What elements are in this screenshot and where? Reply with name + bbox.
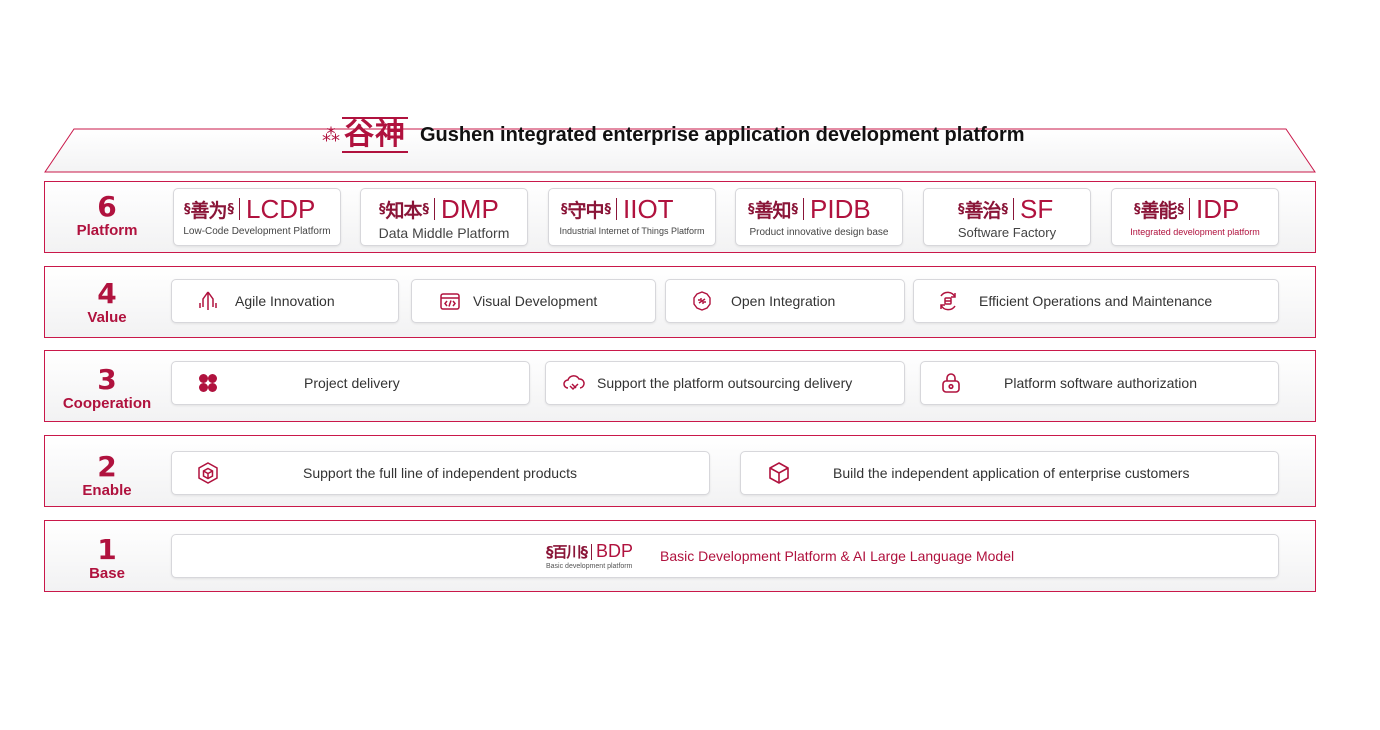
tier-name: Platform	[76, 222, 138, 239]
brand: §善为§ LCDP	[184, 195, 315, 223]
header-roof	[44, 128, 1316, 174]
brand-logo: §守中§	[561, 199, 611, 222]
divider	[616, 198, 618, 220]
enable-card-applications[interactable]: Build the independent application of ent…	[740, 451, 1279, 495]
bdp-brand: §百川§ BDP Basic development platform	[546, 541, 633, 570]
value-card-visual[interactable]: Visual Development	[411, 279, 656, 323]
brand-logo: §知本§	[379, 199, 429, 222]
brand: §善知§ PIDB	[748, 195, 871, 223]
card-label: Build the independent application of ent…	[833, 465, 1190, 481]
clover-icon	[196, 371, 220, 395]
box-icon	[767, 461, 791, 485]
divider	[1189, 198, 1191, 220]
brand-abbr: PIDB	[810, 194, 871, 224]
lock-icon	[939, 371, 963, 395]
card-label: Basic Development Platform & AI Large La…	[660, 548, 1015, 564]
cooperation-card-authorization[interactable]: Platform software authorization	[920, 361, 1279, 405]
divider	[591, 543, 593, 560]
card-label: Agile Innovation	[235, 293, 335, 309]
tier-label: 3 Cooperation	[45, 365, 169, 413]
tier-enable: 2 Enable Support the full line of indepe…	[44, 435, 1316, 507]
header-title-group: ⁂ 谷神 Gushen integrated enterprise applic…	[322, 113, 1025, 157]
brand: §知本§ DMP	[379, 195, 499, 223]
tier-number: 3	[97, 363, 117, 396]
value-card-integration[interactable]: Open Integration	[665, 279, 905, 323]
value-card-agile[interactable]: Agile Innovation	[171, 279, 399, 323]
tier-label: 4 Value	[45, 279, 169, 327]
cooperation-card-outsourcing[interactable]: Support the platform outsourcing deliver…	[545, 361, 905, 405]
platform-card-sf[interactable]: §善治§ SF Software Factory	[923, 188, 1091, 246]
brand-abbr: LCDP	[246, 194, 316, 224]
tier-label: 1 Base	[45, 535, 169, 583]
operations-icon	[936, 289, 960, 313]
brand-logo: §善能§	[1134, 199, 1184, 222]
tier-value: 4 Value Agile Innovation Visual Developm…	[44, 266, 1316, 338]
enable-card-products[interactable]: Support the full line of independent pro…	[171, 451, 710, 495]
platform-card-lcdp[interactable]: §善为§ LCDP Low-Code Development Platform	[173, 188, 341, 246]
platform-card-dmp[interactable]: §知本§ DMP Data Middle Platform	[360, 188, 528, 246]
platform-card-iiot[interactable]: §守中§ IIOT Industrial Internet of Things …	[548, 188, 716, 246]
brand-abbr: SF	[1020, 194, 1054, 224]
tier-number: 4	[97, 277, 117, 310]
cloud-handshake-icon	[562, 371, 586, 395]
brand-subtitle: Basic development platform	[546, 563, 633, 570]
brand-abbr: DMP	[441, 194, 499, 224]
card-label: Platform software authorization	[1004, 375, 1197, 391]
brand-abbr: IIOT	[623, 194, 674, 224]
brand: §善治§ SF	[958, 195, 1053, 223]
platform-card-pidb[interactable]: §善知§ PIDB Product innovative design base	[735, 188, 903, 246]
code-window-icon	[438, 289, 462, 313]
brand-logo: §善知§	[748, 199, 798, 222]
tier-base: 1 Base §百川§ BDP Basic development platfo…	[44, 520, 1316, 592]
tier-number: 2	[97, 450, 117, 483]
brand-subtitle: Integrated development platform	[1130, 227, 1260, 237]
integration-icon	[690, 289, 714, 313]
brand-subtitle: Product innovative design base	[749, 227, 889, 238]
tier-name: Base	[89, 565, 125, 582]
brand: §善能§ IDP	[1134, 195, 1239, 223]
card-label: Visual Development	[473, 293, 598, 309]
value-card-operations[interactable]: Efficient Operations and Maintenance	[913, 279, 1279, 323]
brand-abbr: IDP	[1196, 194, 1240, 224]
cube-icon	[196, 461, 220, 485]
tier-name: Cooperation	[62, 395, 152, 412]
card-label: Open Integration	[731, 293, 836, 309]
tier-number: 1	[97, 533, 117, 566]
ornament-icon: ⁂	[322, 125, 340, 145]
tier-cooperation: 3 Cooperation Project delivery Support t…	[44, 350, 1316, 422]
brand: §守中§ IIOT	[561, 195, 674, 223]
tier-name: Enable	[82, 482, 132, 499]
brand-subtitle: Industrial Internet of Things Platform	[559, 226, 705, 236]
divider	[1013, 198, 1015, 220]
agile-icon	[196, 289, 220, 313]
brand-abbr: BDP	[596, 541, 634, 561]
card-label: Efficient Operations and Maintenance	[979, 293, 1213, 309]
brand-subtitle: Data Middle Platform	[378, 225, 510, 241]
gushen-logo: ⁂ 谷神	[322, 117, 408, 153]
brand-logo: §百川§	[546, 543, 588, 561]
brand-subtitle: Low-Code Development Platform	[183, 226, 331, 237]
brand-logo: §善为§	[184, 199, 234, 222]
page-title: Gushen integrated enterprise application…	[420, 123, 1025, 146]
divider	[239, 198, 241, 220]
platform-card-idp[interactable]: §善能§ IDP Integrated development platform	[1111, 188, 1279, 246]
tier-name: Value	[87, 309, 127, 326]
card-label: Support the platform outsourcing deliver…	[597, 375, 853, 391]
divider	[434, 198, 436, 220]
base-card-bdp[interactable]: §百川§ BDP Basic development platform Basi…	[171, 534, 1279, 578]
cooperation-card-project[interactable]: Project delivery	[171, 361, 530, 405]
brand-subtitle: Software Factory	[957, 225, 1057, 240]
brand-logo: §善治§	[958, 199, 1008, 222]
tier-number: 6	[97, 190, 117, 223]
tier-label: 2 Enable	[45, 452, 169, 500]
logo-text: 谷神	[342, 117, 408, 153]
card-label: Support the full line of independent pro…	[303, 465, 577, 481]
tier-platform: 6 Platform §善为§ LCDP Low-Code Developmen…	[44, 181, 1316, 253]
card-label: Project delivery	[304, 375, 400, 391]
tier-label: 6 Platform	[45, 192, 169, 240]
divider	[803, 198, 805, 220]
